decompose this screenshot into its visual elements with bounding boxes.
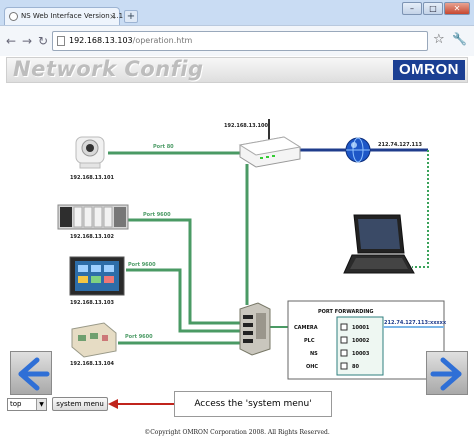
pf-port-camera: 10001 [352, 325, 370, 331]
window-controls: – □ ✕ [402, 2, 470, 15]
router-device [238, 119, 302, 168]
page-icon [57, 36, 65, 46]
pf-name-ohc: OHC [306, 364, 318, 370]
right-arrow-icon [430, 357, 462, 391]
port-forwarding-title: PORT FORWARDING [318, 309, 374, 315]
system-menu-button[interactable]: system menu [52, 397, 108, 411]
ohc-device [71, 322, 117, 358]
page-title: Network Config [13, 57, 204, 81]
forward-button[interactable]: → [21, 34, 33, 48]
chevron-down-icon: ▼ [36, 399, 46, 410]
bookmark-star-icon[interactable]: ☆ [433, 32, 445, 47]
hmi-ip-label: 192.168.13.103 [70, 300, 114, 306]
pf-checkbox-plc[interactable] [340, 336, 348, 344]
external-ip-label: 212.74.127.113:xxxxx [384, 320, 447, 326]
left-arrow-icon [18, 357, 50, 391]
frame-select-value: top [10, 400, 22, 408]
wrench-menu-icon[interactable]: 🔧 [452, 32, 467, 46]
network-switch-device [239, 302, 271, 356]
laptop-dotted-link [412, 150, 429, 268]
browser-toolbar: ← → ↻ 192.168.13.103/operation.htm ☆ 🔧 [0, 25, 474, 56]
favicon-icon [9, 12, 18, 21]
close-window-button[interactable]: ✕ [444, 2, 470, 15]
pf-port-ohc: 80 [352, 364, 359, 370]
router-ip-label: 192.168.13.100 [224, 123, 268, 129]
browser-chrome: NS Web Interface Version 1.1 × + – □ ✕ ←… [0, 0, 474, 56]
internet-ip-label: 212.74.127.113 [378, 142, 422, 148]
pf-name-plc: PLC [304, 338, 315, 344]
pf-checkbox-camera[interactable] [340, 323, 348, 331]
header-banner: Network Config OMRON [6, 57, 468, 83]
reload-button[interactable]: ↻ [37, 34, 49, 48]
tab-close-icon[interactable]: × [109, 12, 116, 21]
pf-checkbox-ohc[interactable] [340, 362, 348, 370]
omron-logo: OMRON [393, 60, 465, 80]
laptop-device [343, 214, 415, 274]
browser-tab[interactable]: NS Web Interface Version 1.1 × [4, 7, 124, 25]
pf-checkbox-ns[interactable] [340, 349, 348, 357]
plc-link [128, 218, 240, 325]
new-tab-button[interactable]: + [124, 10, 138, 23]
ohc-ip-label: 192.168.13.104 [70, 361, 114, 367]
port-forwarding-panel: PORT FORWARDING 212.74.127.113:xxxxx CAM… [287, 300, 447, 380]
network-diagram: Port 80 Port 9600 Port 9600 Port 9600 19… [57, 119, 447, 409]
camera-ip-label: 192.168.13.101 [70, 175, 114, 181]
camera-port-label: Port 80 [153, 144, 174, 150]
pf-name-camera: CAMERA [294, 325, 318, 331]
page-content: Network Config OMRON Port 80 Port 9600 P… [0, 57, 474, 444]
frame-select[interactable]: top ▼ [7, 398, 47, 411]
url-path: /operation.htm [132, 36, 193, 45]
plc-device [57, 204, 129, 230]
hmi-device [69, 256, 125, 296]
plc-port-label: Port 9600 [143, 212, 171, 218]
callout-box: Access the 'system menu' [174, 391, 332, 417]
internet-globe-icon [345, 137, 371, 163]
camera-device [75, 136, 105, 169]
hmi-port-label: Port 9600 [128, 262, 156, 268]
address-bar[interactable]: 192.168.13.103/operation.htm [52, 31, 428, 51]
pf-port-plc: 10002 [352, 338, 370, 344]
url-host: 192.168.13.103 [69, 36, 133, 45]
plc-ip-label: 192.168.13.102 [70, 234, 114, 240]
maximize-button[interactable]: □ [423, 2, 443, 15]
callout-arrowhead [108, 399, 118, 409]
hmi-link [126, 268, 240, 333]
pf-port-ns: 10003 [352, 351, 370, 357]
back-button[interactable]: ← [5, 34, 17, 48]
minimize-button[interactable]: – [402, 2, 422, 15]
tab-title: NS Web Interface Version 1.1 [21, 12, 124, 20]
pf-name-ns: NS [310, 351, 318, 357]
next-page-button[interactable] [426, 351, 468, 395]
previous-page-button[interactable] [10, 351, 52, 395]
ohc-port-label: Port 9600 [125, 334, 153, 340]
copyright-text: ©Copyright OMRON Corporation 2008. All R… [144, 429, 330, 436]
